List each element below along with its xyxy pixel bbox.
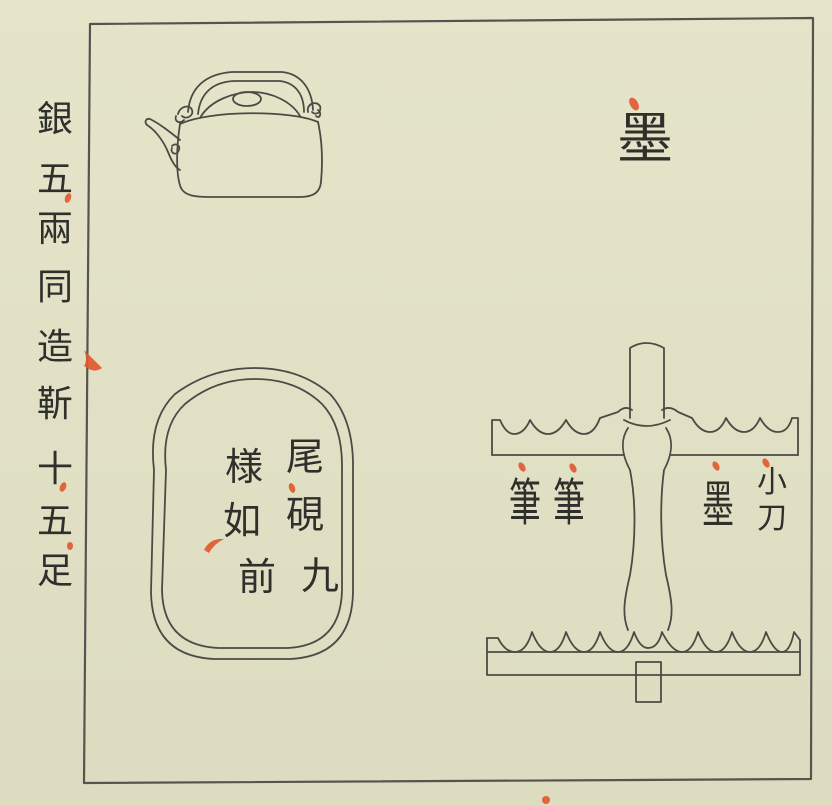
margin-note-char: 五 xyxy=(36,159,73,200)
red-mark xyxy=(64,193,72,203)
brush-rack-top-bar-left xyxy=(491,407,633,456)
margin-note-char: 兩 xyxy=(36,209,73,250)
inkstone-char: 様 xyxy=(224,445,263,489)
red-mark xyxy=(518,462,526,472)
inkstone-outer-edge xyxy=(150,367,354,660)
teapot-drawing xyxy=(144,71,323,198)
inkstone-char: 硯 xyxy=(285,493,324,537)
teapot-body xyxy=(176,121,323,198)
ink-stick-label: 墨 xyxy=(701,474,734,536)
teapot-rim xyxy=(179,112,319,125)
margin-note-char: 同 xyxy=(36,267,73,308)
teapot-handle-knot-right xyxy=(306,102,322,118)
teapot-handle-inner xyxy=(197,80,305,115)
brush-rack-top-bar-right xyxy=(661,407,799,456)
inkstone-char: 尾 xyxy=(285,435,324,479)
teapot-spout-ornament xyxy=(170,143,181,155)
brush-rack-drawing xyxy=(486,342,801,703)
brush-rack-column-cap xyxy=(623,419,671,427)
brush-rack-post xyxy=(629,342,665,419)
teapot-handle-knot-left xyxy=(174,105,194,123)
brush-rack-column-right xyxy=(660,427,673,631)
inkstone-char: 九 xyxy=(300,554,339,598)
red-mark xyxy=(204,538,224,553)
margin-note-char: 足 xyxy=(36,551,73,592)
teapot-lid-knob xyxy=(232,91,262,107)
margin-note-char: 五 xyxy=(36,501,73,542)
red-mark xyxy=(569,463,577,473)
knife-label-char: 刀 xyxy=(757,501,787,536)
margin-note-char: 銀 xyxy=(36,99,73,140)
brush-label: 筆 xyxy=(508,472,541,534)
red-mark xyxy=(762,458,770,468)
red-mark xyxy=(712,461,720,471)
teapot-handle-outer xyxy=(187,71,314,113)
inkstone-char: 如 xyxy=(222,499,261,543)
inkstone-char: 前 xyxy=(237,555,276,599)
brush-rack-bottom-bar-body xyxy=(486,637,801,676)
page-frame xyxy=(82,16,815,785)
red-mark xyxy=(542,796,550,804)
red-mark xyxy=(59,482,67,492)
red-mark xyxy=(288,483,296,493)
ink-label: 墨 xyxy=(617,107,673,172)
margin-note-char: 靳 xyxy=(36,384,73,425)
margin-note-char: 十 xyxy=(36,449,73,490)
inkstone-inner-edge xyxy=(161,378,343,649)
brush-rack-bottom-bar-cups xyxy=(486,631,801,653)
knife-label-char: 小 xyxy=(757,465,787,500)
teapot-spout xyxy=(144,117,181,171)
red-mark xyxy=(629,97,639,111)
brush-rack-foot xyxy=(635,661,662,703)
brush-label: 筆 xyxy=(552,472,585,534)
red-annotation-marks xyxy=(59,97,770,804)
margin-note-char: 造 xyxy=(36,327,73,368)
brush-rack-column-left xyxy=(622,427,636,631)
red-mark xyxy=(84,350,102,371)
inkstone-drawing xyxy=(150,367,354,660)
red-mark xyxy=(67,542,73,550)
